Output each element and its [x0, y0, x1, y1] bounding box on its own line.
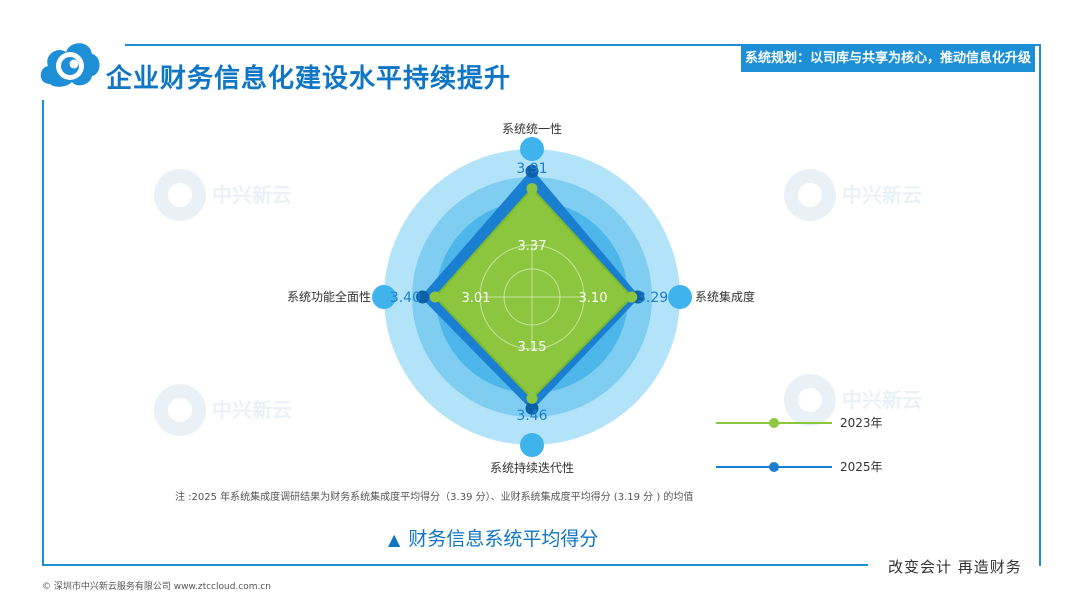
series-2023-point-0 — [526, 183, 538, 195]
footer-slogan: 改变会计 再造财务 — [888, 558, 1022, 576]
legend-label-2023: 2023年 — [840, 416, 883, 430]
series-2023-point-3 — [429, 291, 441, 303]
watermark-text: 中兴新云 — [842, 388, 922, 412]
series-2023-point-1 — [626, 291, 638, 303]
axis-dot-bottom — [520, 433, 544, 457]
axis-label-bottom: 系统持续迭代性 — [490, 460, 574, 475]
data-label-2025-left: 3.40 — [390, 290, 421, 306]
axis-label-top: 系统统一性 — [502, 122, 562, 136]
chart-subtitle: ▲ 财务信息系统平均得分 — [388, 524, 598, 551]
footer-copyright: © 深圳市中兴新云服务有限公司 www.ztccloud.com.cn — [42, 582, 272, 592]
frame-bottom-line — [42, 564, 868, 566]
watermark-text: 中兴新云 — [212, 398, 292, 422]
legend-marker-2025 — [769, 462, 779, 472]
data-label-2023-bottom: 3.15 — [518, 340, 547, 355]
legend-marker-2023 — [769, 418, 779, 428]
watermark-logo: 中兴新云 — [784, 374, 922, 426]
data-label-2025-bottom: 3.46 — [516, 408, 547, 424]
axis-label-right: 系统集成度 — [695, 289, 755, 304]
series-2025-point-0 — [525, 164, 539, 178]
section-tag: 系统规划：以司库与共享为核心，推动信息化升级 — [741, 46, 1035, 72]
series-2025-point-2 — [525, 401, 539, 415]
data-label-2025-right: 3.29 — [637, 290, 668, 306]
watermark-logo: 中兴新云 — [154, 384, 292, 436]
watermark-text: 中兴新云 — [842, 183, 922, 207]
watermark-text: 中兴新云 — [212, 183, 292, 207]
data-label-2023-right: 3.10 — [579, 291, 608, 306]
axis-label-left: 系统功能全面性 — [287, 289, 371, 304]
series-2025-point-3 — [416, 290, 430, 304]
cloud-logo-icon — [40, 43, 100, 87]
chart-note: 注 :2025 年系统集成度调研结果为财务系统集成度平均得分（3.39 分）、业… — [175, 492, 694, 503]
frame-left-line — [42, 100, 44, 566]
frame-right-line — [1039, 44, 1041, 566]
data-label-2023-top: 3.37 — [518, 239, 547, 254]
data-label-2025-top: 3.91 — [516, 161, 547, 177]
data-label-2023-left: 3.01 — [462, 291, 491, 306]
axis-dot-top — [520, 137, 544, 161]
watermark-logo: 中兴新云 — [784, 169, 922, 221]
page-title: 企业财务信息化建设水平持续提升 — [106, 64, 512, 94]
triangle-up-icon: ▲ — [388, 530, 401, 549]
axis-dot-right — [668, 285, 692, 309]
axis-dot-left — [372, 285, 396, 309]
frame-top-line — [125, 44, 1041, 46]
series-2023-point-2 — [526, 392, 538, 404]
chart-subtitle-text: 财务信息系统平均得分 — [408, 528, 599, 550]
legend-label-2025: 2025年 — [840, 460, 883, 474]
watermark-logo: 中兴新云 — [154, 169, 292, 221]
